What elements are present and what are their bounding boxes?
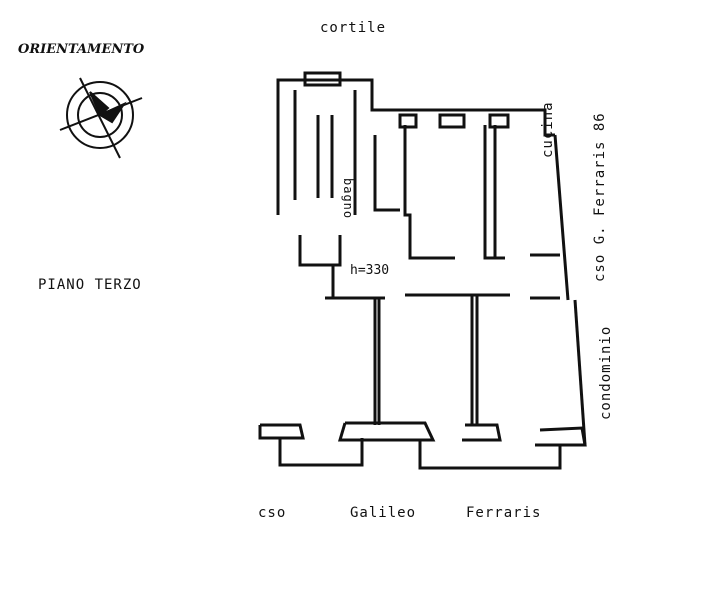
walls xyxy=(258,71,587,470)
street-south-word-2: Galileo xyxy=(350,505,417,521)
kitchen-label: cucina xyxy=(540,101,556,158)
neighbor-label: condominio xyxy=(598,325,614,420)
street-south-word-1: cso xyxy=(258,505,287,521)
street-east-label: cso G. Ferraris 86 xyxy=(592,112,608,282)
courtyard-label: cortile xyxy=(320,20,387,36)
height-label: h=330 xyxy=(350,263,390,278)
orientation-title: ORIENTAMENTO xyxy=(18,42,145,57)
floor-title: PIANO TERZO xyxy=(38,277,142,293)
bathroom-label: bagno xyxy=(341,178,355,220)
street-south-word-3: Ferraris xyxy=(466,505,542,521)
compass-icon xyxy=(59,77,143,159)
